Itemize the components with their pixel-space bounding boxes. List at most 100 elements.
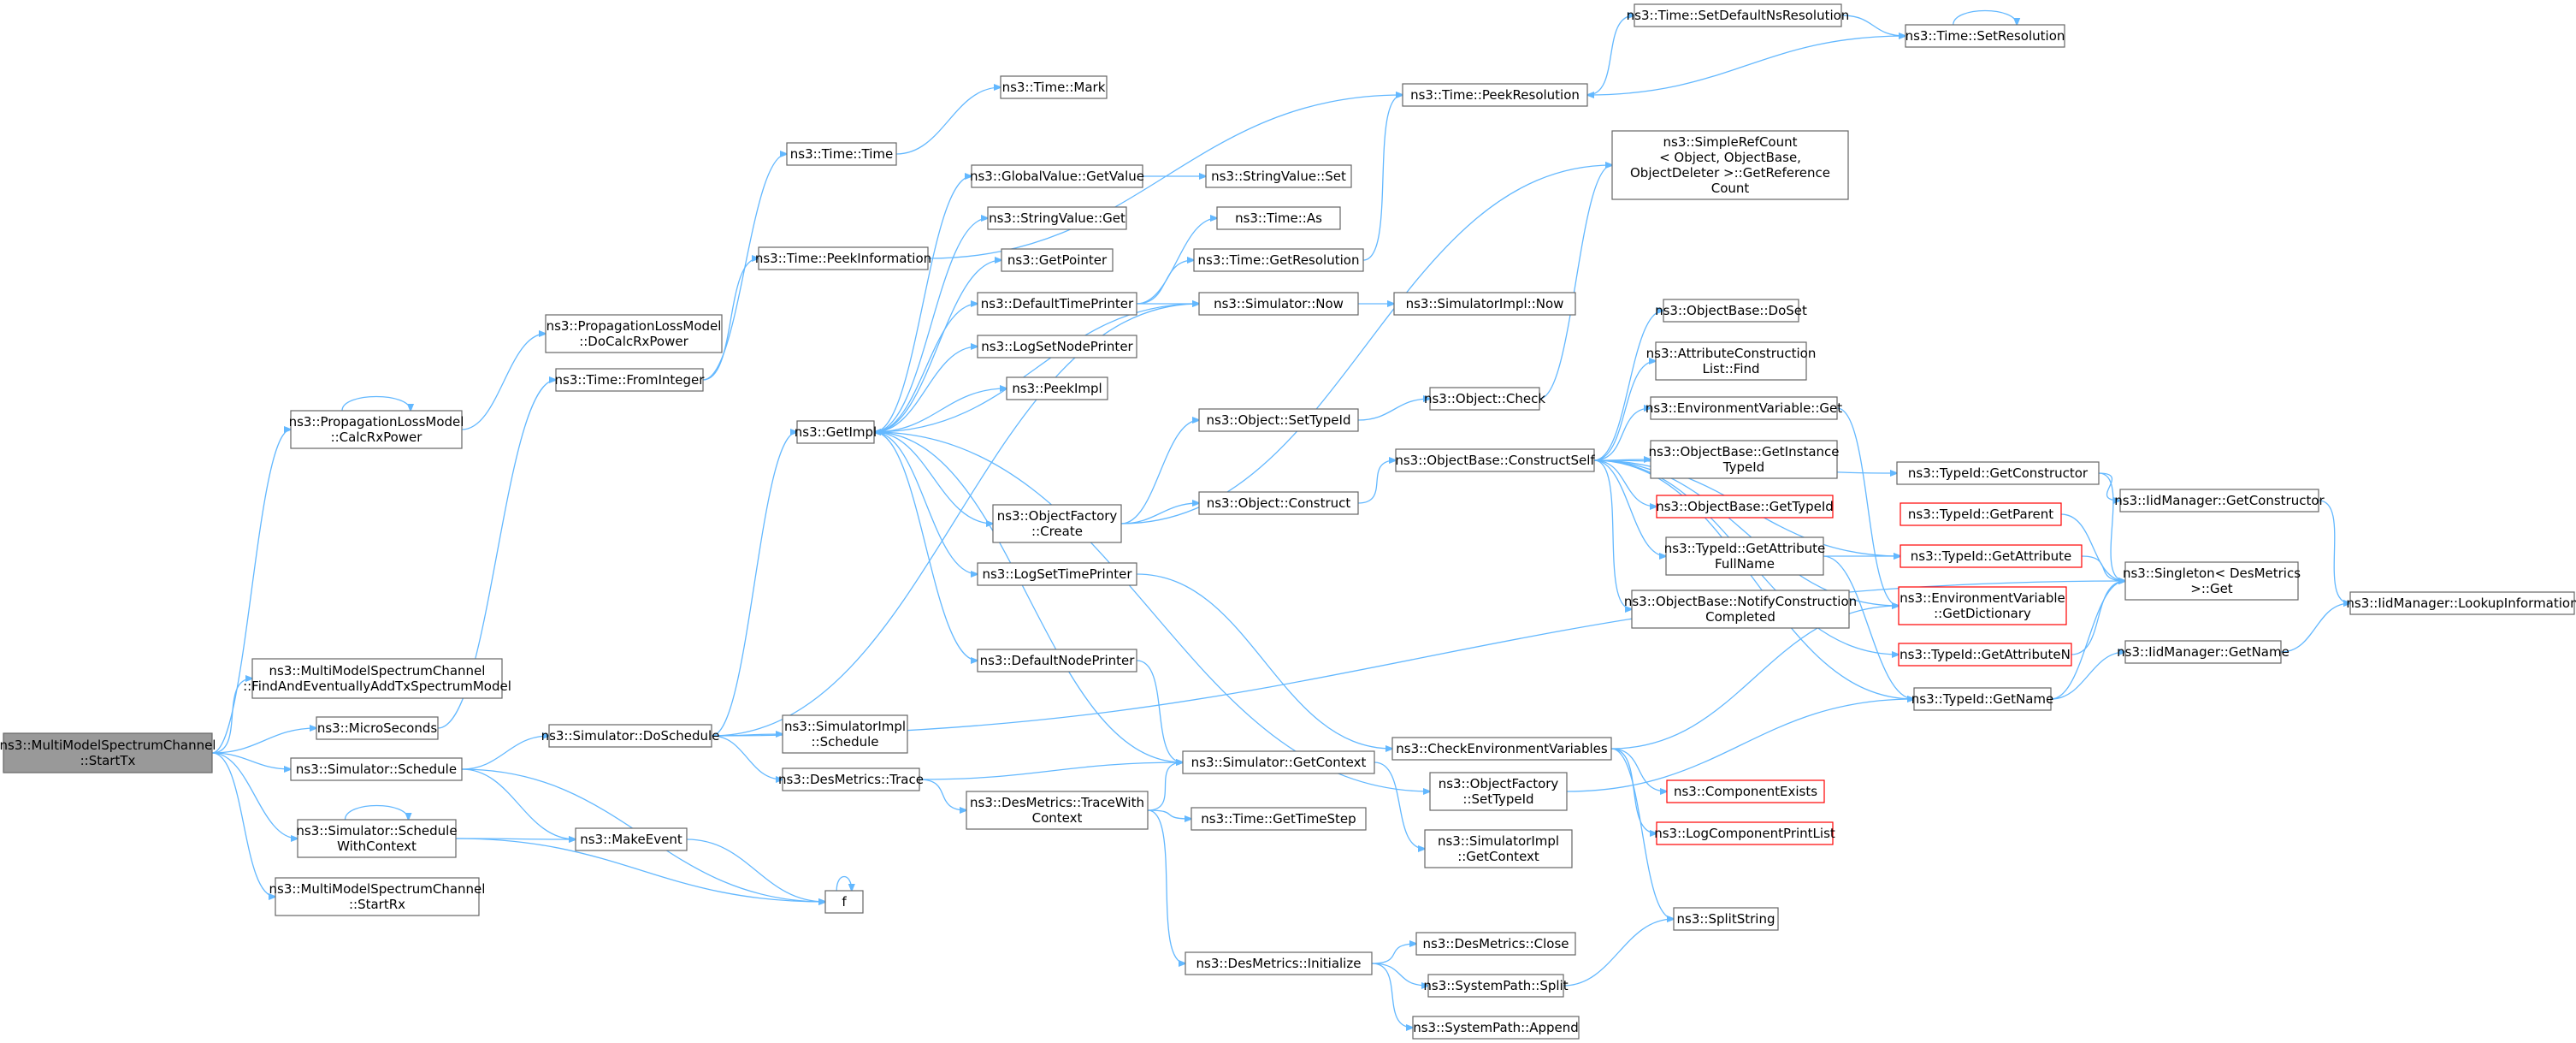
node-label: ns3::Simulator::Now [1214,296,1344,311]
node-ns3-typeid-getattributen[interactable]: ns3::TypeId::GetAttributeN [1898,643,2072,667]
node-ns3-time-frominteger[interactable]: ns3::Time::FromInteger [555,368,706,392]
node-ns3-logcomponentprintlist[interactable]: ns3::LogComponentPrintList [1654,821,1835,845]
node-ns3-logsetnodeprinter[interactable]: ns3::LogSetNodePrinter [977,335,1137,359]
node-ns3-peekimpl[interactable]: ns3::PeekImpl [1006,376,1108,400]
node-ns3-simulatorimpl-now[interactable]: ns3::SimulatorImpl::Now [1393,292,1576,316]
node-ns3-iidmanager-getconstructor[interactable]: ns3::IidManager::GetConstructor [2114,489,2325,513]
node-ns3-getpointer[interactable]: ns3::GetPointer [1001,248,1114,272]
node-label: ns3::Simulator::Schedule [296,823,457,839]
node-ns3-desmetrics-close[interactable]: ns3::DesMetrics::Close [1415,932,1576,956]
node-ns3-time-peekinformation[interactable]: ns3::Time::PeekInformation [755,246,931,270]
node-ns3-time-mark[interactable]: ns3::Time::Mark [1000,75,1108,99]
node-ns3-objectbase-gettypeid[interactable]: ns3::ObjectBase::GetTypeId [1656,495,1834,519]
node-ns3-singleton-desmetrics-get[interactable]: ns3::Singleton< DesMetrics>::Get [2123,561,2301,601]
node-ns3-multimodelspectrumchannel-starttx[interactable]: ns3::MultiModelSpectrumChannel::StartTx [0,732,216,773]
edge-root-to-startrx [211,752,275,897]
node-label: ns3::MultiModelSpectrumChannel [269,663,486,679]
node-ns3-simplerefcount-object-objectbase-objectdeleter-getreference-count[interactable]: ns3::SimpleRefCount< Object, ObjectBase,… [1611,130,1849,200]
node-box [251,658,503,699]
node-ns3-time-time[interactable]: ns3::Time::Time [786,142,897,166]
node-ns3-simulatorimpl-getcontext[interactable]: ns3::SimulatorImpl::GetContext [1424,829,1573,868]
edge-constructself-to-attrfull [1593,459,1666,556]
node-label: ::Schedule [811,734,878,750]
node-label: ::Create [1031,524,1083,539]
edge-objfactcreate-to-objconstruct [1120,503,1199,524]
node-ns3-simulatorimpl-schedule[interactable]: ns3::SimulatorImpl::Schedule [782,714,908,754]
node-ns3-time-as[interactable]: ns3::Time::As [1216,206,1341,230]
node-box [2349,591,2575,615]
node-box [1900,544,2083,568]
node-ns3-logsettimeprinter[interactable]: ns3::LogSetTimePrinter [977,562,1137,586]
node-ns3-typeid-getname[interactable]: ns3::TypeId::GetName [1911,687,2053,711]
node-ns3-objectfactory-create[interactable]: ns3::ObjectFactory::Create [992,504,1122,543]
node-ns3-propagationlossmodel-docalcrxpower[interactable]: ns3::PropagationLossModel::DoCalcRxPower [545,314,723,353]
node-box [1185,951,1373,975]
node-ns3-multimodelspectrumchannel-findandeventuallyaddtxspectrummodel[interactable]: ns3::MultiModelSpectrumChannel::FindAndE… [243,658,511,699]
node-ns3-typeid-getparent[interactable]: ns3::TypeId::GetParent [1900,502,2062,526]
node-ns3-defaultnodeprinter[interactable]: ns3::DefaultNodePrinter [977,649,1137,673]
node-box [297,819,457,858]
node-ns3-propagationlossmodel-calcrxpower[interactable]: ns3::PropagationLossModel::CalcRxPower [289,410,464,449]
node-label: ns3::CheckEnvironmentVariables [1396,741,1608,756]
edge-peekres-to-setdefres [1586,15,1634,96]
node-box [555,368,704,392]
node-ns3-desmetrics-initialize[interactable]: ns3::DesMetrics::Initialize [1185,951,1373,975]
node-ns3-objectbase-doset[interactable]: ns3::ObjectBase::DoSet [1655,299,1807,323]
node-ns3-desmetrics-trace[interactable]: ns3::DesMetrics::Trace [778,767,924,791]
node-ns3-time-gettimestep[interactable]: ns3::Time::GetTimeStep [1191,807,1367,831]
node-ns3-time-getresolution[interactable]: ns3::Time::GetResolution [1193,248,1364,272]
node-ns3-globalvalue-getvalue[interactable]: ns3::GlobalValue::GetValue [970,164,1144,188]
node-ns3-iidmanager-lookupinformation[interactable]: ns3::IidManager::LookupInformation [2346,591,2576,615]
node-label: List::Find [1702,361,1759,376]
node-ns3-simulator-getcontext[interactable]: ns3::Simulator::GetContext [1182,750,1375,774]
edge-timetime-to-mark [895,87,1001,155]
node-ns3-simulator-now[interactable]: ns3::Simulator::Now [1198,292,1359,316]
node-box [1898,643,2072,667]
node-ns3-time-peekresolution[interactable]: ns3::Time::PeekResolution [1402,83,1588,107]
node-box [1663,299,1799,323]
node-ns3-getimpl[interactable]: ns3::GetImpl [795,420,877,444]
node-ns3-simulator-doschedule[interactable]: ns3::Simulator::DoSchedule [541,724,720,748]
edge-init-to-split [1371,963,1428,986]
node-ns3-checkenvironmentvariables[interactable]: ns3::CheckEnvironmentVariables [1391,737,1612,761]
edge-getimpl-to-objfactcreate [873,431,993,524]
node-ns3-splitstring[interactable]: ns3::SplitString [1673,907,1779,931]
node-box [290,410,463,449]
node-f[interactable]: f [824,890,864,914]
node-ns3-environmentvariable-getdictionary[interactable]: ns3::EnvironmentVariable::GetDictionary [1898,586,2067,625]
node-ns3-makeevent[interactable]: ns3::MakeEvent [575,827,688,851]
node-box [966,791,1149,830]
node-ns3-typeid-getattribute[interactable]: ns3::TypeId::GetAttribute [1900,544,2083,568]
edge-schedctx-to-f [455,838,825,902]
edge-settypeid-to-objcheck [1357,399,1430,421]
node-ns3-systempath-split[interactable]: ns3::SystemPath::Split [1423,974,1569,998]
node-ns3-environmentvariable-get[interactable]: ns3::EnvironmentVariable::Get [1645,396,1842,420]
node-ns3-object-check[interactable]: ns3::Object::Check [1424,387,1545,411]
node-ns3-microseconds[interactable]: ns3::MicroSeconds [316,716,439,740]
node-ns3-objectbase-notifyconstruction-completed[interactable]: ns3::ObjectBase::NotifyConstructionCompl… [1624,590,1857,629]
node-label: ns3::ObjectFactory [1439,776,1559,791]
node-ns3-objectbase-constructself[interactable]: ns3::ObjectBase::ConstructSelf [1395,448,1595,472]
node-ns3-objectfactory-settypeid[interactable]: ns3::ObjectFactory::SetTypeId [1429,772,1568,811]
node-ns3-iidmanager-getname[interactable]: ns3::IidManager::GetName [2117,640,2289,664]
node-ns3-multimodelspectrumchannel-startrx[interactable]: ns3::MultiModelSpectrumChannel::StartRx [269,877,486,916]
node-ns3-systempath-append[interactable]: ns3::SystemPath::Append [1412,1016,1580,1040]
node-ns3-time-setdefaultnsresolution[interactable]: ns3::Time::SetDefaultNsResolution [1627,3,1850,27]
node-ns3-object-construct[interactable]: ns3::Object::Construct [1198,491,1359,515]
node-ns3-stringvalue-set[interactable]: ns3::StringValue::Set [1205,164,1352,188]
node-ns3-defaulttimeprinter[interactable]: ns3::DefaultTimePrinter [977,292,1137,316]
node-ns3-simulator-schedule[interactable]: ns3::Simulator::Schedule [290,757,463,781]
node-box [1424,829,1573,868]
node-label: ns3::Time::GetTimeStep [1201,811,1356,827]
node-ns3-stringvalue-get[interactable]: ns3::StringValue::Get [987,206,1127,230]
node-ns3-componentexists[interactable]: ns3::ComponentExists [1666,779,1825,803]
node-ns3-time-setresolution[interactable]: ns3::Time::SetResolution [1905,24,2065,48]
node-ns3-object-settypeid[interactable]: ns3::Object::SetTypeId [1198,408,1359,432]
edge-objconstruct-to-constructself [1357,460,1396,504]
node-ns3-typeid-getconstructor[interactable]: ns3::TypeId::GetConstructor [1896,461,2100,485]
